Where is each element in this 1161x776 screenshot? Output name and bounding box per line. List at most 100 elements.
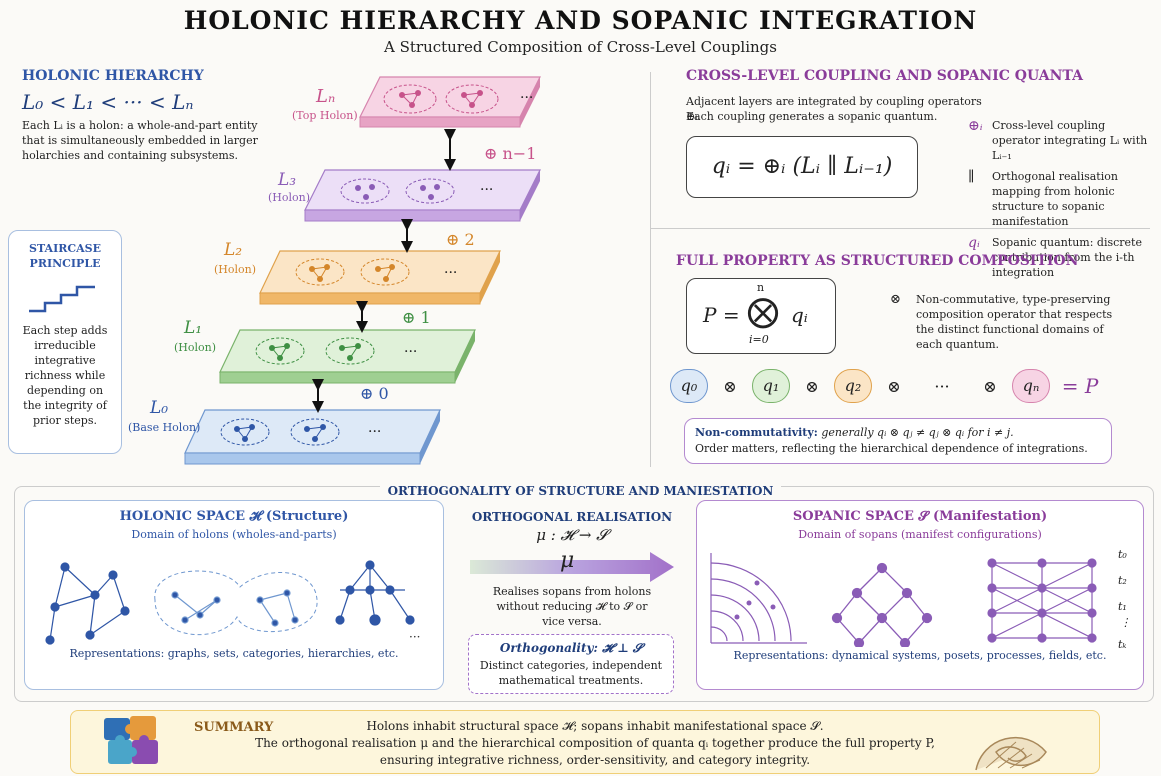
orth-label: Orthogonality: 𝓗 ⊥ 𝓢	[499, 641, 643, 655]
separator	[650, 72, 651, 467]
otimes-text: Non-commutative, type-preserving composi…	[916, 293, 1113, 351]
legend-symbol: ∥	[968, 169, 975, 185]
staircase-text: Each step adds irreducible integrative r…	[22, 324, 108, 427]
layer-3-role: (Holon)	[268, 191, 311, 204]
layer-3	[304, 169, 541, 222]
otimes-2: ⊗	[805, 376, 819, 396]
q2-chip: q₂	[834, 369, 872, 403]
layer-1-name: L₁	[184, 318, 203, 338]
orth-text: Distinct categories, independent mathema…	[479, 659, 663, 687]
realisation-formula: μ : 𝓗 → 𝓢	[536, 526, 608, 544]
layer-stack	[184, 76, 541, 465]
staircase-box: STAIRCASE PRINCIPLE Each step adds irred…	[8, 230, 122, 454]
legend-text: Cross-level coupling operator integratin…	[992, 119, 1148, 162]
holonic-graphs: ···	[45, 560, 420, 645]
holonic-space-title: HOLONIC SPACE 𝓗 (Structure)	[119, 509, 349, 524]
realisation-text: Realises sopans from holons without redu…	[492, 585, 652, 628]
op-0: ⊕ 0	[360, 384, 389, 403]
layer-n	[359, 76, 541, 128]
otimes-4: ⊗	[983, 376, 997, 396]
nautilus-icon	[975, 736, 1047, 771]
legend-item: qᵢ Sopanic quantum: discrete contributio…	[968, 235, 1158, 280]
fp-lhs: P =	[703, 303, 740, 327]
layer-n-name: Lₙ	[316, 86, 336, 107]
noncomm-text1: generally qᵢ ⊗ qⱼ ≠ qⱼ ⊗ qᵢ for i ≠ j.	[821, 426, 1014, 439]
layer-1-dots: ···	[404, 344, 418, 360]
legend-symbol: qᵢ	[968, 235, 980, 251]
sequence-dots: ···	[934, 376, 950, 396]
staircase-heading-2: PRINCIPLE	[29, 257, 101, 270]
orthogonality-heading-wrap: ORTHOGONALITY OF STRUCTURE AND MANIESTAT…	[0, 480, 1161, 499]
fp-bottom: i=0	[749, 333, 769, 346]
layer-n-dots: ···	[520, 90, 534, 106]
sopanic-space-title: SOPANIC SPACE 𝓢 (Manifestation)	[792, 509, 1048, 524]
summary-line3: ensuring integrative richness, order-sen…	[379, 753, 811, 767]
op-2: ⊕ 2	[446, 230, 475, 249]
holonic-formula: L₀ < L₁ < ··· < Lₙ	[22, 90, 194, 114]
coupling-formula: qᵢ = ⊕ᵢ (Lᵢ ∥ Lᵢ₋₁)	[711, 154, 893, 179]
holonic-space-sub: Domain of holons (wholes-and-parts)	[131, 528, 337, 541]
holonic-description: Each Lᵢ is a holon: a whole-and-part ent…	[22, 119, 258, 162]
orthogonality-box: Orthogonality: 𝓗 ⊥ 𝓢 Distinct categories…	[468, 634, 674, 694]
realisation-mu: μ	[560, 548, 575, 573]
legend-item: ⊕ᵢ Cross-level coupling operator integra…	[968, 118, 1158, 163]
sequence-result: = P	[1061, 374, 1099, 398]
otimes-symbol: ⊗	[890, 292, 901, 307]
puzzle-icon	[104, 716, 158, 764]
summary-line1: Holons inhabit structural space 𝓗; sopan…	[366, 719, 824, 733]
noncomm-box: Non-commutativity: generally qᵢ ⊗ qⱼ ≠ q…	[684, 418, 1112, 464]
sopanic-space-sub: Domain of sopans (manifest configuration…	[798, 528, 1042, 541]
coupling-text2: Each coupling generates a sopanic quantu…	[686, 110, 938, 123]
time-label-0: t₀	[1118, 548, 1127, 561]
fp-q: qᵢ	[791, 303, 808, 327]
realisation-arrow	[470, 552, 674, 582]
sopanic-space-box: SOPANIC SPACE 𝓢 (Manifestation) Domain o…	[696, 500, 1144, 690]
coupling-heading: CROSS-LEVEL COUPLING AND SOPANIC QUANTA	[686, 68, 1083, 84]
layer-3-dots: ···	[480, 182, 494, 198]
full-property-heading: FULL PROPERTY AS STRUCTURED COMPOSITION	[676, 253, 1079, 269]
q1-chip: q₁	[752, 369, 790, 403]
time-label-1: t₂	[1118, 574, 1127, 587]
layer-2-role: (Holon)	[214, 263, 257, 276]
summary-box	[70, 710, 1100, 774]
layer-0-role: (Base Holon)	[128, 421, 201, 434]
op-n-1: ⊕ n−1	[484, 144, 537, 163]
otimes-3: ⊗	[887, 376, 901, 396]
noncomm-text2: Order matters, reflecting the hierarchic…	[695, 442, 1088, 455]
staircase-icon	[29, 285, 95, 313]
qn-chip: qₙ	[1012, 369, 1050, 403]
noncomm-label: Non-commutativity:	[695, 426, 818, 439]
layer-0-name: L₀	[150, 398, 169, 418]
quanta-sequence: q₀ ⊗ q₁ ⊗ q₂ ⊗ ··· ⊗ qₙ = P	[670, 366, 1150, 406]
separator-h	[650, 228, 1150, 229]
holonic-heading: HOLONIC HIERARCHY	[22, 68, 204, 84]
sopanic-graphs	[710, 553, 1097, 647]
layer-0-dots: ···	[368, 424, 382, 440]
page-title: HOLONIC HIERARCHY AND SOPANIC INTEGRATIO…	[183, 6, 978, 35]
layer-2-dots: ···	[444, 265, 458, 281]
coupling-text1: Adjacent layers are integrated by coupli…	[686, 95, 982, 123]
coupling-formula-box: qᵢ = ⊕ᵢ (Lᵢ ∥ Lᵢ₋₁)	[686, 136, 918, 198]
summary-label: SUMMARY	[194, 720, 274, 735]
page-subtitle: A Structured Composition of Cross-Level …	[384, 38, 777, 56]
legend-item: ∥ Orthogonal realisation mapping from ho…	[968, 169, 1158, 229]
layer-0	[184, 409, 441, 465]
realisation-title: ORTHOGONAL REALISATION	[471, 510, 673, 524]
layer-1-role: (Holon)	[174, 341, 217, 354]
layer-2	[259, 250, 501, 305]
full-property-formula-box: P = n ⨂ i=0 qᵢ	[686, 278, 836, 354]
layer-n-role: (Top Holon)	[292, 109, 358, 122]
fp-top: n	[757, 281, 765, 294]
time-label-3: ⋮	[1120, 616, 1131, 629]
sopanic-space-rep: Representations: dynamical systems, pose…	[733, 649, 1107, 662]
orthogonality-heading: ORTHOGONALITY OF STRUCTURE AND MANIESTAT…	[379, 484, 782, 498]
q0-chip: q₀	[670, 369, 708, 403]
layer-1	[219, 329, 476, 384]
otimes-1: ⊗	[723, 376, 737, 396]
op-1: ⊕ 1	[402, 308, 431, 327]
staircase-heading-1: STAIRCASE	[29, 242, 101, 255]
fp-op: ⨂	[747, 292, 779, 330]
summary-text: Holons inhabit structural space 𝓗; sopan…	[230, 718, 960, 769]
layer-2-name: L₂	[224, 240, 243, 260]
time-label-4: tₖ	[1118, 638, 1127, 651]
